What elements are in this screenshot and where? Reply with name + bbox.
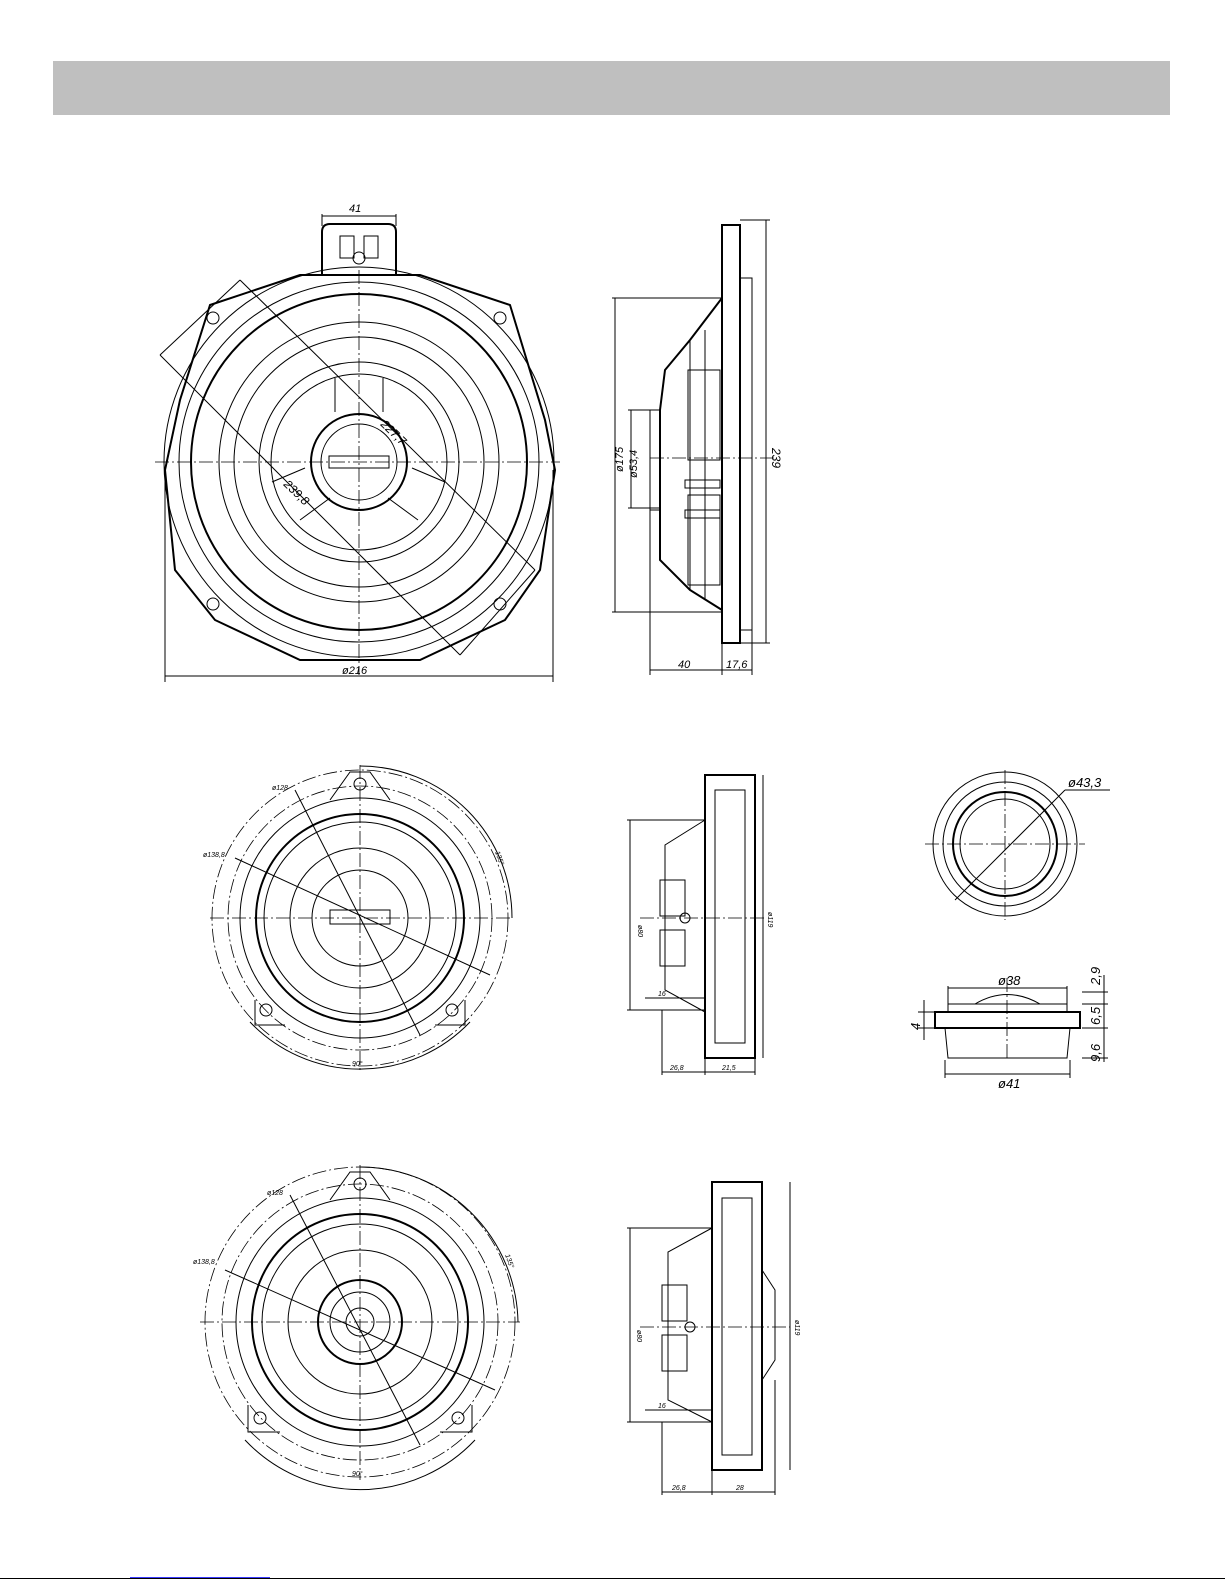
footer-rule — [0, 1578, 1225, 1579]
midrange-side-view: ø80 ø119 16 26,8 21,5 — [627, 775, 773, 1075]
dim-flange-width: 41 — [349, 203, 361, 215]
dim-step: 16 — [658, 1403, 666, 1410]
dim-height: 239 — [769, 447, 783, 468]
dim-magnet: ø80 — [636, 925, 643, 937]
dim-base: ø41 — [998, 1076, 1020, 1091]
dim-outer-diameter: ø216 — [342, 665, 368, 677]
dim-depth: 26,8 — [669, 1065, 684, 1072]
coax-front-view: ø128 ø138,8 135° 90° — [193, 1165, 520, 1490]
dim-outer-diameter: ø138,8 — [203, 852, 225, 859]
dim-h1: 2,9 — [1088, 967, 1103, 986]
dim-depth: 40 — [678, 659, 691, 671]
dim-basket-diameter: ø175 — [614, 446, 626, 472]
dim-diameter: ø43,3 — [1068, 775, 1102, 790]
dim-diagonal-outer: 239,8 — [280, 476, 312, 508]
dim-left: 4 — [908, 1023, 923, 1030]
footer-link-underline[interactable] — [130, 1577, 270, 1578]
dim-diagonal-inner: 227,7 — [377, 416, 410, 449]
dim-dome: ø38 — [998, 973, 1021, 988]
woofer-front-view: 41 227,7 239,8 ø216 — [155, 203, 560, 682]
dim-flange: 28 — [735, 1485, 744, 1492]
dim-height: ø119 — [766, 912, 773, 928]
woofer-side-view: 239 ø175 ø53,4 40 17,6 — [612, 220, 783, 675]
dim-step: 16 — [658, 991, 666, 998]
dim-angle-b: 90° — [352, 1060, 363, 1068]
midrange-front-view: ø128 ø138,8 135° 90° — [203, 765, 512, 1070]
dim-inner-diameter: ø128 — [267, 1190, 283, 1197]
tweeter-front-view: ø43,3 — [925, 770, 1110, 920]
tweeter-side-view: ø38 ø41 2,9 6,5 9,6 4 — [908, 967, 1108, 1091]
dim-angle-b: 90° — [352, 1470, 363, 1478]
dim-inner-diameter: ø128 — [272, 785, 288, 792]
dim-depth: 26,8 — [671, 1485, 686, 1492]
dim-h2: 6,5 — [1088, 1006, 1103, 1025]
dim-h3: 9,6 — [1088, 1043, 1103, 1062]
dim-outer-diameter: ø138,8 — [193, 1259, 215, 1266]
dim-height: ø119 — [793, 1320, 800, 1336]
coax-side-view: ø80 ø119 16 26,8 28 — [627, 1182, 800, 1495]
dim-flange-depth: 17,6 — [726, 659, 748, 671]
dim-magnet-diameter: ø53,4 — [628, 450, 640, 478]
dim-flange: 21,5 — [721, 1065, 736, 1072]
dim-magnet: ø80 — [635, 1330, 642, 1342]
